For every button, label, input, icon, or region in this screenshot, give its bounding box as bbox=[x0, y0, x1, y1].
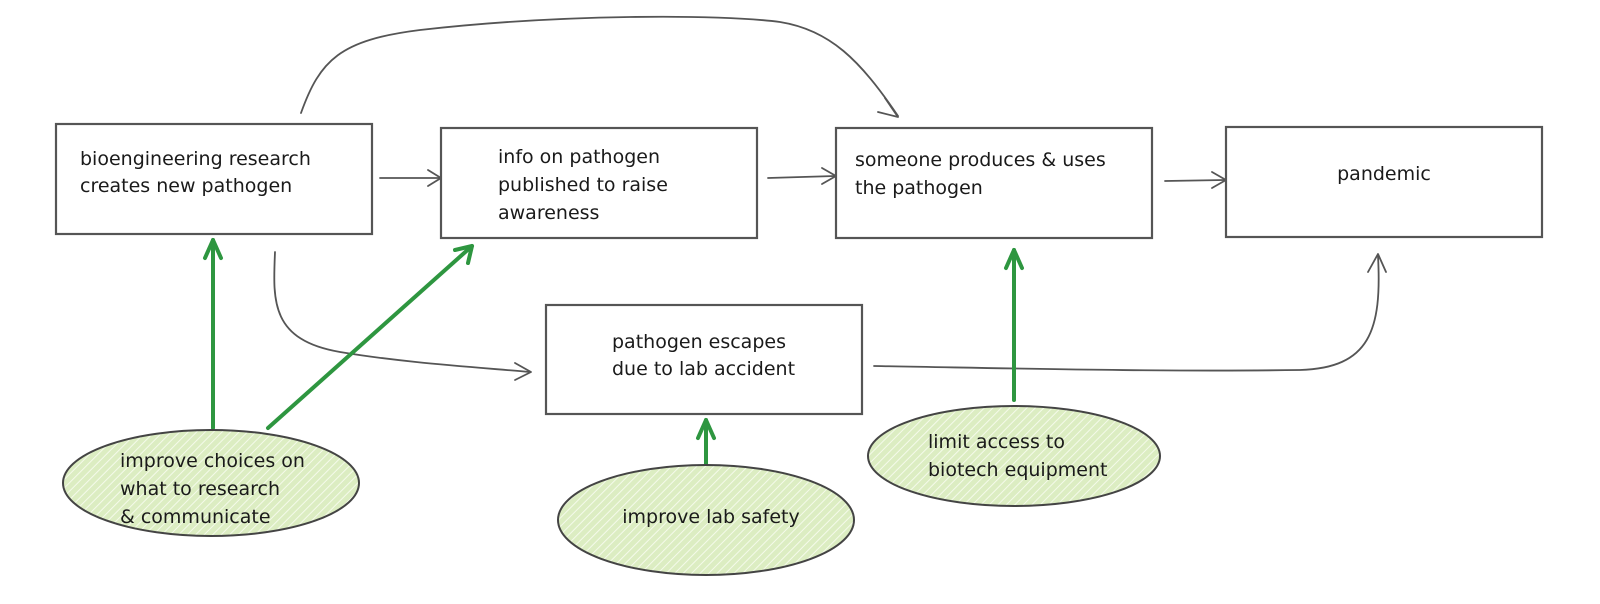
intervention-safety: improve lab safety bbox=[557, 464, 855, 576]
edge-research-to-info bbox=[379, 169, 442, 187]
edge-safety-to-escape bbox=[696, 418, 716, 468]
edge-research-to-escape-curve bbox=[273, 251, 532, 381]
node-produce: someone produces & uses the pathogen bbox=[834, 126, 1154, 240]
intervention-access: limit access to biotech equipment bbox=[867, 405, 1161, 507]
node-research: bioengineering research creates new path… bbox=[54, 122, 374, 236]
intervention-access-label: limit access to biotech equipment bbox=[928, 431, 1107, 481]
edge-research-to-produce-curve bbox=[300, 15, 899, 118]
node-escape: pathogen escapes due to lab accident bbox=[544, 303, 864, 416]
causal-edges bbox=[273, 15, 1387, 381]
edge-produce-to-pandemic bbox=[1164, 171, 1227, 189]
intervention-choices-label: improve choices on what to research & co… bbox=[120, 450, 311, 528]
edge-access-to-produce bbox=[1004, 248, 1024, 402]
edge-info-to-produce bbox=[767, 167, 837, 185]
node-pandemic-label: pandemic bbox=[1337, 163, 1431, 185]
node-escape-label: pathogen escapes due to lab accident bbox=[612, 331, 795, 380]
edge-escape-to-pandemic-curve bbox=[873, 253, 1387, 372]
node-produce-label: someone produces & uses the pathogen bbox=[855, 149, 1112, 199]
edge-choices-to-research bbox=[203, 238, 223, 430]
intervention-edges bbox=[203, 238, 1024, 468]
intervention-choices: improve choices on what to research & co… bbox=[62, 429, 360, 537]
node-info: info on pathogen published to raise awar… bbox=[439, 126, 759, 240]
intervention-safety-label: improve lab safety bbox=[622, 506, 799, 528]
node-info-label: info on pathogen published to raise awar… bbox=[498, 146, 674, 224]
edge-choices-to-info bbox=[266, 244, 474, 430]
node-pandemic: pandemic bbox=[1224, 125, 1544, 239]
node-research-label: bioengineering research creates new path… bbox=[80, 148, 317, 197]
